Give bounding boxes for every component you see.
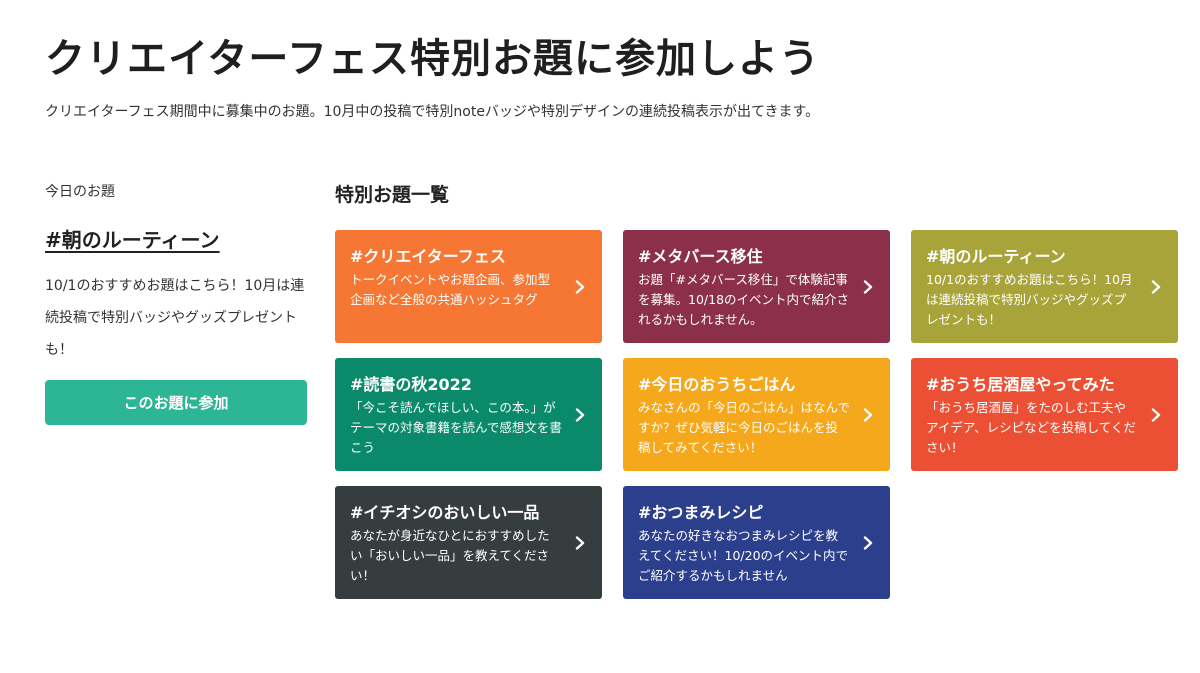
theme-card[interactable]: #朝のルーティーン 10/1のおすすめお題はこちら！10月は連続投稿で特別バッジ…: [911, 230, 1178, 343]
theme-card[interactable]: #読書の秋2022 「今こそ読んでほしい、この本。」がテーマの対象書籍を読んで感…: [335, 358, 602, 471]
theme-card-title: #メタバース移住: [638, 247, 763, 266]
page-title: クリエイターフェス特別お題に参加しよう: [45, 36, 820, 82]
special-themes-heading: 特別お題一覧: [335, 184, 450, 206]
theme-card-description: お題「#メタバース移住」で体験記事を募集。10/18のイベント内で紹介されるかも…: [638, 272, 850, 327]
theme-card[interactable]: #クリエイターフェス トークイベントやお題企画、参加型企画など全般の共通ハッシュ…: [335, 230, 602, 343]
theme-card[interactable]: #おつまみレシピ あなたの好きなおつまみレシピを教えてください！10/20のイベ…: [623, 486, 890, 599]
chevron-right-icon: [573, 407, 587, 422]
theme-card-description: みなさんの「今日のごはん」はなんですか？ぜひ気軽に今日のごはんを投稿してみてくだ…: [638, 400, 850, 455]
theme-card-description: 「今こそ読んでほしい、この本。」がテーマの対象書籍を読んで感想文を書こう: [350, 400, 562, 455]
theme-card-description: 「おうち居酒屋」をたのしむ工夫やアイデア、レシピなどを投稿してください！: [926, 400, 1136, 455]
theme-card-title: #今日のおうちごはん: [638, 375, 796, 394]
chevron-right-icon: [1149, 407, 1163, 422]
theme-card-title: #イチオシのおいしい一品: [350, 503, 540, 522]
theme-card-grid: #クリエイターフェス トークイベントやお題企画、参加型企画など全般の共通ハッシュ…: [335, 230, 1178, 599]
chevron-right-icon: [861, 279, 875, 294]
chevron-right-icon: [861, 407, 875, 422]
theme-card[interactable]: #今日のおうちごはん みなさんの「今日のごはん」はなんですか？ぜひ気軽に今日のご…: [623, 358, 890, 471]
theme-card-title: #おつまみレシピ: [638, 503, 764, 522]
chevron-right-icon: [1149, 279, 1163, 294]
theme-card-title: #おうち居酒屋やってみた: [926, 375, 1115, 394]
theme-card[interactable]: #イチオシのおいしい一品 あなたが身近なひとにおすすめしたい「おいしい一品」を教…: [335, 486, 602, 599]
theme-card-description: あなたの好きなおつまみレシピを教えてください！10/20のイベント内でご紹介する…: [638, 528, 849, 583]
chevron-right-icon: [573, 279, 587, 294]
theme-card-description: あなたが身近なひとにおすすめしたい「おいしい一品」を教えてください！: [350, 528, 550, 583]
theme-card[interactable]: #メタバース移住 お題「#メタバース移住」で体験記事を募集。10/18のイベント…: [623, 230, 890, 343]
page-description: クリエイターフェス期間中に募集中のお題。10月中の投稿で特別noteバッジや特別…: [45, 104, 820, 120]
chevron-right-icon: [861, 535, 875, 550]
chevron-right-icon: [573, 535, 587, 550]
theme-card-description: トークイベントやお題企画、参加型企画など全般の共通ハッシュタグ: [350, 272, 551, 307]
theme-card-description: 10/1のおすすめお題はこちら！10月は連続投稿で特別バッジやグッズプレゼントも…: [926, 272, 1133, 327]
theme-card-title: #クリエイターフェス: [350, 247, 506, 266]
today-theme-hashtag-link[interactable]: #朝のルーティーン: [45, 228, 220, 252]
theme-card[interactable]: #おうち居酒屋やってみた 「おうち居酒屋」をたのしむ工夫やアイデア、レシピなどを…: [911, 358, 1178, 471]
today-theme-label: 今日のお題: [45, 184, 115, 200]
theme-card-title: #読書の秋2022: [350, 375, 472, 394]
today-theme-description: 10/1のおすすめお題はこちら！10月は連続投稿で特別バッジやグッズプレゼントも…: [45, 278, 305, 358]
join-theme-button[interactable]: このお題に参加: [45, 380, 307, 425]
theme-card-title: #朝のルーティーン: [926, 247, 1066, 266]
